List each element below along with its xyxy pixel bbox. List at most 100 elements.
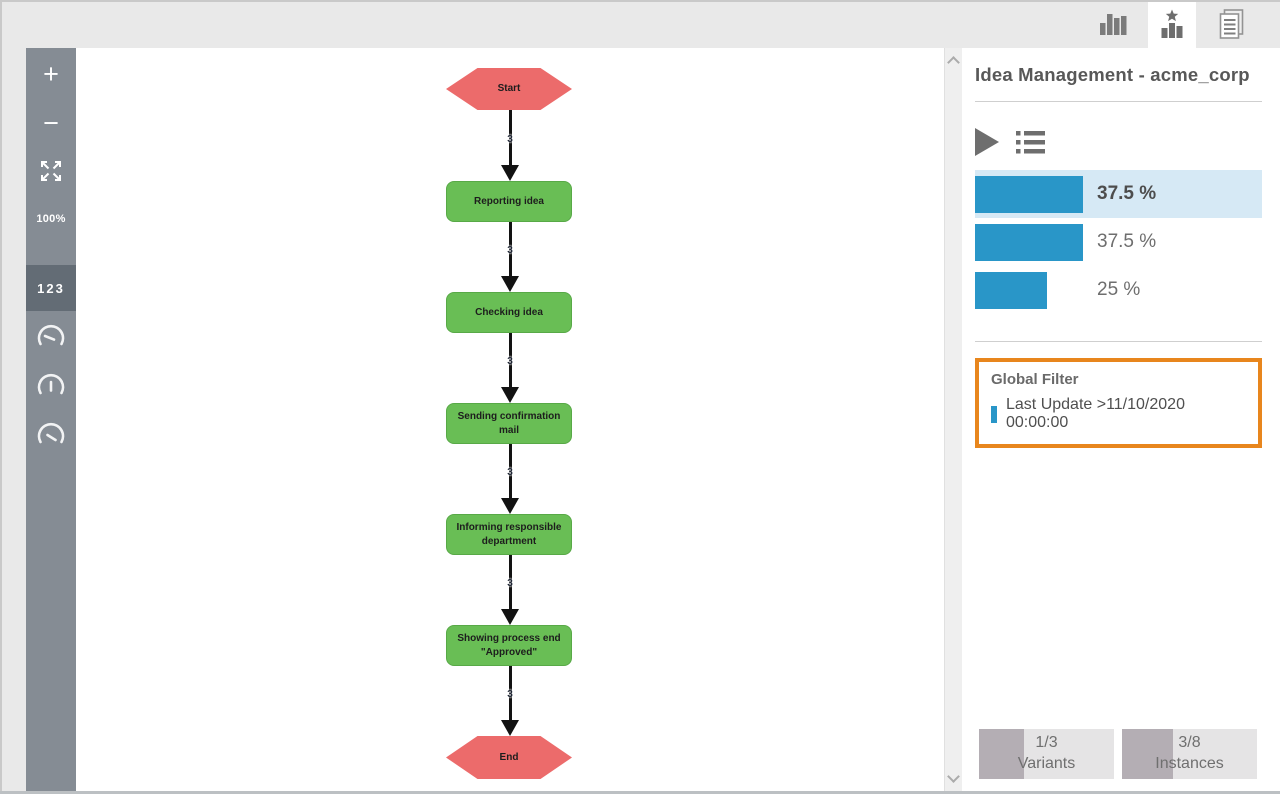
filter-marker-icon bbox=[991, 405, 997, 423]
edge-line bbox=[508, 555, 512, 612]
divider bbox=[975, 341, 1262, 342]
panel-title: Idea Management - acme_corp bbox=[975, 64, 1250, 85]
zoom-in-button[interactable]: + bbox=[26, 48, 76, 100]
gauge-high-button[interactable] bbox=[26, 409, 76, 458]
flow-node-sending-confirmation-mail[interactable]: Sending confirmation mail bbox=[446, 403, 572, 444]
flow-edge-3: 3 bbox=[499, 333, 521, 403]
flow-edge-6: 3 bbox=[499, 666, 521, 736]
gauge-high-icon bbox=[34, 419, 68, 449]
arrowhead-icon bbox=[501, 498, 519, 514]
node-label: Showing process end "Approved" bbox=[457, 633, 561, 658]
variant-row-1[interactable]: 37.5 % bbox=[975, 170, 1262, 218]
edge-frequency-label: 3 bbox=[507, 467, 513, 478]
node-label: Reporting idea bbox=[473, 195, 544, 207]
fit-to-screen-button[interactable] bbox=[26, 146, 76, 195]
divider bbox=[975, 101, 1262, 102]
tab-process-analytics[interactable] bbox=[1089, 0, 1137, 48]
gauge-medium-icon bbox=[34, 370, 68, 400]
canvas-toolbar: + − 100% 123 bbox=[26, 48, 76, 791]
global-filter-highlight-box: Global Filter Last Update >11/10/2020 00… bbox=[975, 358, 1262, 448]
flow-node-showing-process-end-approved[interactable]: Showing process end "Approved" bbox=[446, 625, 572, 666]
flow-edge-4: 3 bbox=[499, 444, 521, 514]
edge-line bbox=[508, 444, 512, 501]
variants-stat-value: 1/3 bbox=[1035, 734, 1058, 752]
instances-stat-value: 3/8 bbox=[1178, 734, 1201, 752]
flow-edge-5: 3 bbox=[499, 555, 521, 625]
edge-line bbox=[508, 666, 512, 723]
show-frequencies-toggle[interactable]: 123 bbox=[26, 265, 76, 311]
variant-row-3[interactable]: 25 % bbox=[975, 266, 1262, 314]
variants-stat-box[interactable]: 1/3 Variants bbox=[979, 729, 1114, 779]
instances-stat-fill bbox=[1122, 729, 1173, 779]
list-icon bbox=[1016, 130, 1046, 155]
variant-percent-label: 37.5 % bbox=[1097, 231, 1157, 252]
minus-icon: − bbox=[43, 107, 59, 138]
flow-node-end[interactable]: End bbox=[446, 736, 572, 779]
variants-stat-fill bbox=[979, 729, 1024, 779]
filter-text: Last Update >11/10/2020 00:00:00 bbox=[1006, 396, 1185, 431]
tab-documents[interactable] bbox=[1207, 0, 1255, 48]
flow-node-start[interactable]: Start bbox=[446, 68, 572, 110]
zoom-level-indicator[interactable]: 100% bbox=[36, 213, 66, 225]
arrowhead-icon bbox=[501, 165, 519, 181]
canvas-scrollbar[interactable] bbox=[944, 48, 962, 791]
flow-edge-2: 3 bbox=[499, 222, 521, 292]
panel-toolbar bbox=[975, 127, 1262, 157]
window-border-bottom bbox=[0, 791, 1280, 794]
node-label: Checking idea bbox=[475, 306, 543, 318]
variants-stat-label: Variants bbox=[1017, 755, 1076, 772]
variant-list-button[interactable] bbox=[1016, 130, 1046, 155]
global-filter-title: Global Filter bbox=[991, 371, 1079, 388]
flow-node-informing-responsible-department[interactable]: Informing responsible department bbox=[446, 514, 572, 555]
gauge-medium-button[interactable] bbox=[26, 360, 76, 409]
variant-percent-label: 37.5 % bbox=[1097, 183, 1157, 204]
plus-icon: + bbox=[43, 58, 59, 89]
instances-stat-label: Instances bbox=[1155, 755, 1224, 772]
expand-icon bbox=[39, 159, 63, 183]
variant-frequency-chart: 37.5 % 37.5 % 25 % bbox=[975, 170, 1262, 314]
arrowhead-icon bbox=[501, 387, 519, 403]
instances-stat-box[interactable]: 3/8 Instances bbox=[1122, 729, 1257, 779]
variant-row-2[interactable]: 37.5 % bbox=[975, 218, 1262, 266]
gauge-low-button[interactable] bbox=[26, 311, 76, 360]
edge-line bbox=[508, 333, 512, 390]
flow-node-reporting-idea[interactable]: Reporting idea bbox=[446, 181, 572, 222]
selection-stats: 1/3 Variants 3/8 Instances bbox=[979, 729, 1257, 779]
node-label: Informing responsible department bbox=[456, 522, 562, 547]
variant-percent-label: 25 % bbox=[1097, 279, 1141, 300]
edge-frequency-label: 3 bbox=[507, 356, 513, 367]
arrowhead-icon bbox=[501, 720, 519, 736]
play-icon bbox=[975, 128, 999, 156]
flow-edge-1: 3 bbox=[499, 110, 521, 181]
flow-node-checking-idea[interactable]: Checking idea bbox=[446, 292, 572, 333]
gauge-low-icon bbox=[34, 321, 68, 351]
edge-frequency-label: 3 bbox=[507, 578, 513, 589]
arrowhead-icon bbox=[501, 609, 519, 625]
bar-chart-icon bbox=[1098, 10, 1128, 38]
variant-bar bbox=[975, 175, 1083, 213]
edge-frequency-label: 3 bbox=[507, 245, 513, 256]
play-button[interactable] bbox=[975, 128, 999, 156]
node-label: Start bbox=[497, 83, 521, 95]
variant-bar bbox=[975, 223, 1083, 261]
edge-frequency-label: 3 bbox=[507, 689, 513, 700]
edge-frequency-label: 3 bbox=[507, 133, 513, 145]
top-tab-bar bbox=[0, 0, 1280, 48]
analysis-panel: Idea Management - acme_corp 37.5 % bbox=[962, 48, 1280, 791]
zoom-out-button[interactable]: − bbox=[26, 100, 76, 146]
node-label: Sending confirmation mail bbox=[457, 411, 561, 436]
star-bars-icon bbox=[1158, 9, 1186, 39]
global-filter-item[interactable]: Last Update >11/10/2020 00:00:00 bbox=[991, 396, 1246, 432]
scroll-down-icon[interactable] bbox=[947, 770, 960, 783]
variant-bar bbox=[975, 271, 1047, 309]
toolbar-spacer bbox=[26, 243, 76, 265]
window-border-top bbox=[0, 0, 1280, 2]
tab-variants[interactable] bbox=[1148, 0, 1196, 48]
window-border-left bbox=[0, 0, 2, 794]
scroll-up-icon[interactable] bbox=[947, 56, 960, 69]
process-canvas[interactable]: Start 3 Reporting idea 3 Checking idea 3… bbox=[76, 48, 944, 791]
node-label: End bbox=[499, 751, 519, 763]
documents-icon bbox=[1215, 7, 1247, 41]
edge-line bbox=[508, 110, 512, 168]
